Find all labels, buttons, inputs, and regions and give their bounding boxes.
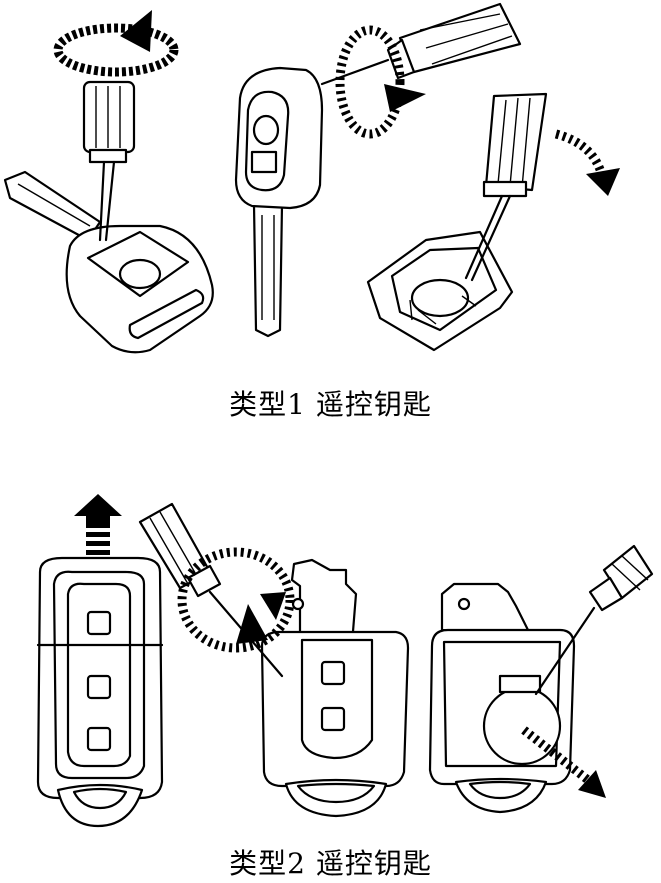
type1-step2-fob-opening: [234, 2, 522, 338]
type1-illustration: [3, 2, 620, 354]
type1-step1-key-with-screwdriver: [3, 10, 214, 354]
type2-panel: 类型2 遥控钥匙: [0, 480, 661, 883]
type1-caption: 类型1 遥控钥匙: [229, 388, 432, 421]
type2-caption: 类型2 遥控钥匙: [229, 847, 432, 880]
type2-step1-fob-pull: [36, 494, 164, 828]
type2-step2-fob-pry: [138, 502, 410, 818]
type1-step3-battery-removal: [366, 92, 620, 352]
type1-panel: 类型1 遥控钥匙: [0, 0, 661, 440]
type2-step3-battery-removal: [428, 544, 654, 814]
type2-illustration: [36, 494, 654, 828]
